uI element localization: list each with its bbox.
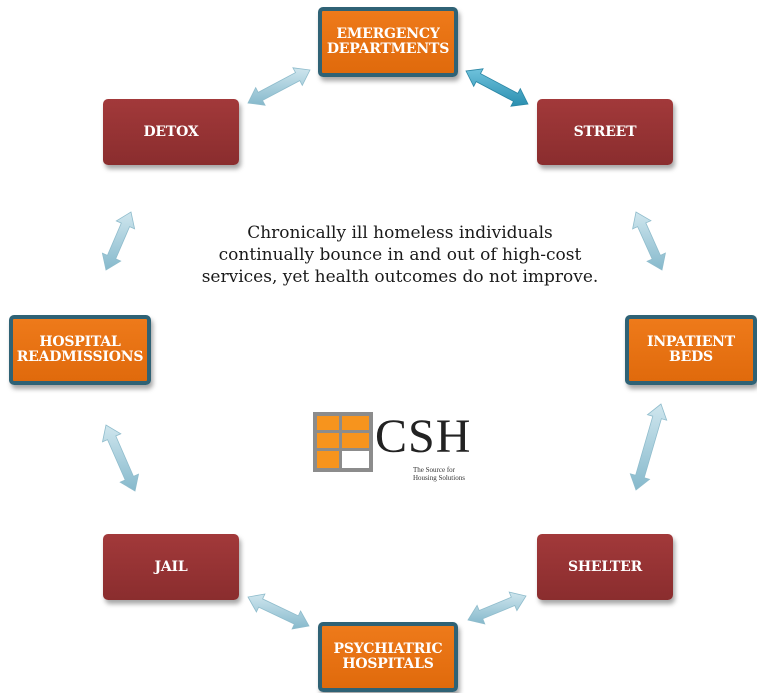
jail-label: JAIL (154, 558, 188, 575)
center-description: Chronically ill homeless individuals con… (201, 223, 599, 287)
detox-label: DETOX (143, 123, 199, 140)
arrow-street-inpatient (632, 211, 666, 271)
arrow-detox-emergency (247, 67, 311, 106)
csh-logo-word: CSH (375, 410, 472, 463)
hospital-readmissions-node: HOSPITAL READMISSIONS (9, 315, 151, 385)
detox-node: DETOX (103, 99, 239, 165)
psychiatric-hospitals-label: PSYCHIATRIC HOSPITALS (333, 641, 443, 672)
emergency-departments-label: EMERGENCY DEPARTMENTS (326, 26, 450, 57)
csh-logo: CSH The Source for Housing Solutions (313, 412, 483, 488)
arrow-psychiatric-jail (247, 593, 310, 630)
arrow-jail-readmissions (101, 424, 140, 492)
street-label: STREET (573, 123, 637, 140)
hospital-readmissions-label: HOSPITAL READMISSIONS (16, 334, 144, 365)
arrow-inpatient-shelter (629, 403, 668, 491)
emergency-departments-node: EMERGENCY DEPARTMENTS (318, 7, 458, 77)
street-node: STREET (537, 99, 673, 165)
csh-logo-tagline: The Source for Housing Solutions (413, 466, 465, 482)
csh-logo-mark (313, 412, 373, 472)
shelter-node: SHELTER (537, 534, 673, 600)
psychiatric-hospitals-node: PSYCHIATRIC HOSPITALS (318, 622, 458, 692)
arrow-shelter-psychiatric (467, 591, 527, 625)
shelter-label: SHELTER (567, 558, 643, 575)
arrow-readmissions-detox (101, 211, 136, 271)
inpatient-beds-node: INPATIENT BEDS (625, 315, 757, 385)
inpatient-beds-label: INPATIENT BEDS (646, 334, 735, 365)
jail-node: JAIL (103, 534, 239, 600)
arrow-emergency-street (465, 68, 529, 107)
